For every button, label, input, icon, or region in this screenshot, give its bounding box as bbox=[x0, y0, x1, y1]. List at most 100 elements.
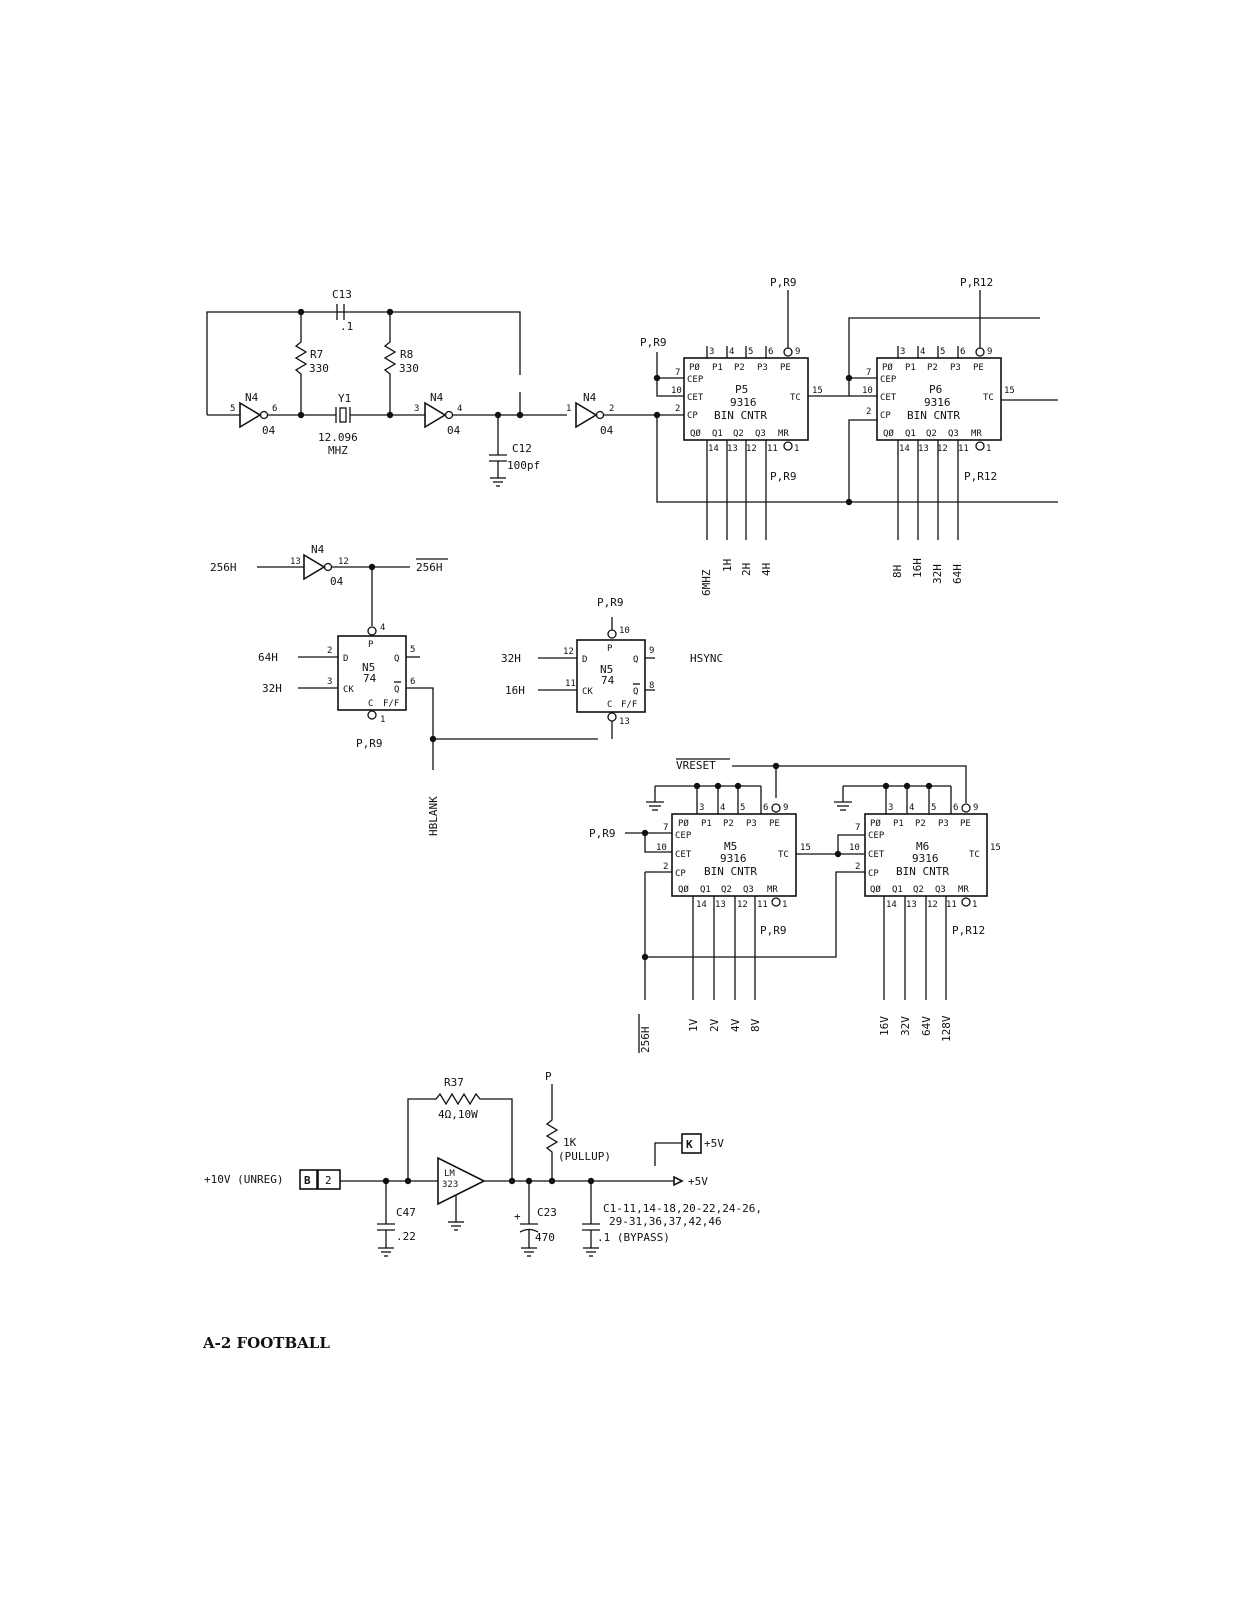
p6-pin-bot-1: 13 bbox=[918, 444, 929, 454]
ff1-qn-pin: 6 bbox=[410, 677, 415, 687]
p5-part: 9316 bbox=[730, 396, 757, 409]
m6-left-2-pin: 2 bbox=[855, 862, 860, 872]
inv-a-out-pin: 6 bbox=[272, 404, 277, 414]
p5-pullup-left: P,R9 bbox=[640, 336, 667, 349]
p6-label-bot-4: MR bbox=[971, 429, 982, 439]
p5-label-top-3: P3 bbox=[757, 363, 768, 373]
inv-c-out-pin: 2 bbox=[609, 404, 614, 414]
m5-pin-bot-4: 1 bbox=[782, 900, 787, 910]
inv-a-in-pin: 5 bbox=[230, 404, 235, 414]
ff2-ck-label: CK bbox=[582, 687, 593, 697]
m6-label-bot-2: Q2 bbox=[913, 885, 924, 895]
p5-tc: TC bbox=[790, 393, 801, 403]
c12-value: 100pf bbox=[507, 459, 540, 472]
p6-label-top-2: P2 bbox=[927, 363, 938, 373]
ff2-d-label: D bbox=[582, 655, 587, 665]
m5-pullup-left: P,R9 bbox=[589, 827, 616, 840]
m6-label-bot-1: Q1 bbox=[892, 885, 903, 895]
p5-pin-top-1: 4 bbox=[729, 347, 734, 357]
counter-m6: M6 9316 BIN CNTR 3 4 5 6 9 PØ P1 P2 P3 P… bbox=[796, 782, 1001, 1042]
m5-pin-bot-2: 12 bbox=[737, 900, 748, 910]
p5-label-bot-4: MR bbox=[778, 429, 789, 439]
m6-left-1-pin: 10 bbox=[849, 843, 860, 853]
inv-b-part: 04 bbox=[447, 424, 461, 437]
p5-pullup-top: P,R9 bbox=[770, 276, 797, 289]
p6-out-2: 32H bbox=[931, 564, 944, 584]
m6-label-bot-0: QØ bbox=[870, 884, 881, 895]
p6-pin-top-3: 6 bbox=[960, 347, 965, 357]
m6-out-3: 128V bbox=[940, 1015, 953, 1042]
p5-left-0-pin: 7 bbox=[675, 368, 680, 378]
m6-pin-top-4: 9 bbox=[973, 803, 978, 813]
p6-pin-top-4: 9 bbox=[987, 347, 992, 357]
p5-label-top-1: P1 bbox=[712, 363, 723, 373]
p6-label-top-0: PØ bbox=[882, 362, 893, 373]
inv-c-label: N4 bbox=[583, 391, 597, 404]
m5-out-2: 4V bbox=[729, 1018, 742, 1032]
p5-label-top-0: PØ bbox=[689, 362, 700, 373]
power-input-label: +10V (UNREG) bbox=[204, 1173, 283, 1186]
m5-part: 9316 bbox=[720, 852, 747, 865]
p5-func: BIN CNTR bbox=[714, 409, 767, 422]
m6-out-0: 16V bbox=[878, 1016, 891, 1036]
power-out-label: +5V bbox=[688, 1175, 708, 1188]
p6-pin-bot-2: 12 bbox=[937, 444, 948, 454]
m6-pin-top-3: 6 bbox=[953, 803, 958, 813]
ff1-type: F/F bbox=[383, 699, 399, 709]
p6-left-0-name: CEP bbox=[880, 375, 897, 385]
p6-pin-bot-0: 14 bbox=[899, 444, 910, 454]
hsync-inv-in-pin: 13 bbox=[290, 557, 301, 567]
ff2-qn-pin: 8 bbox=[649, 681, 654, 691]
m5-label-bot-1: Q1 bbox=[700, 885, 711, 895]
m5-left-1-pin: 10 bbox=[656, 843, 667, 853]
ff1-d-label: D bbox=[343, 654, 348, 664]
m6-label-top-0: PØ bbox=[870, 818, 881, 829]
ff2-name: N5 bbox=[600, 663, 613, 676]
m5-tc: TC bbox=[778, 850, 789, 860]
m6-name: M6 bbox=[916, 840, 929, 853]
m5-pin-top-2: 5 bbox=[740, 803, 745, 813]
p5-tc-pin: 15 bbox=[812, 386, 823, 396]
p5-pin-top-3: 6 bbox=[768, 347, 773, 357]
m5-tc-pin: 15 bbox=[800, 843, 811, 853]
m5-label-bot-0: QØ bbox=[678, 884, 689, 895]
r8-label: R8 bbox=[400, 348, 413, 361]
y1-value: 12.096 bbox=[318, 431, 358, 444]
c23-polarity: + bbox=[514, 1210, 521, 1223]
p5-out-0: 6MHZ bbox=[700, 569, 713, 596]
p5-label-top-2: P2 bbox=[734, 363, 745, 373]
p5-label-bot-1: Q1 bbox=[712, 429, 723, 439]
m6-pin-bot-3: 11 bbox=[946, 900, 957, 910]
inv-b-in-pin: 3 bbox=[414, 404, 419, 414]
m6-part: 9316 bbox=[912, 852, 939, 865]
hblank-label: HBLANK bbox=[427, 796, 440, 836]
pullup-desc: (PULLUP) bbox=[558, 1150, 611, 1163]
m6-pin-bot-1: 13 bbox=[906, 900, 917, 910]
m6-pullup-bottom: P,R12 bbox=[952, 924, 985, 937]
p5-label-bot-0: QØ bbox=[690, 428, 701, 439]
p5-pin-bot-3: 11 bbox=[767, 444, 778, 454]
inv-c-in-pin: 1 bbox=[566, 404, 571, 414]
ff2-d-in: 32H bbox=[501, 652, 521, 665]
p6-left-0-pin: 7 bbox=[866, 368, 871, 378]
m6-pin-bot-2: 12 bbox=[927, 900, 938, 910]
m5-left-0-pin: 7 bbox=[663, 823, 668, 833]
p6-out-3: 64H bbox=[951, 564, 964, 584]
p5-out-2: 2H bbox=[740, 563, 753, 576]
p6-out-1: 16H bbox=[911, 558, 924, 578]
p5-name: P5 bbox=[735, 383, 748, 396]
ff1-p-pin: 4 bbox=[380, 623, 385, 633]
inv-a-part: 04 bbox=[262, 424, 276, 437]
hsync-out-label: 256H bbox=[416, 561, 443, 574]
hsync-section: 256H 256H N4 04 13 12 4 P D CK Q Q N5 74… bbox=[210, 543, 723, 836]
hsync-in-label: 256H bbox=[210, 561, 237, 574]
p5-left-2-name: CP bbox=[687, 411, 698, 421]
inv-c-part: 04 bbox=[600, 424, 614, 437]
r7-value: 330 bbox=[309, 362, 329, 375]
m6-label-bot-4: MR bbox=[958, 885, 969, 895]
p6-left-1-name: CET bbox=[880, 393, 897, 403]
p6-name: P6 bbox=[929, 383, 942, 396]
m5-pin-top-1: 4 bbox=[720, 803, 725, 813]
r8-value: 330 bbox=[399, 362, 419, 375]
ff2-p-label: P bbox=[607, 644, 613, 654]
